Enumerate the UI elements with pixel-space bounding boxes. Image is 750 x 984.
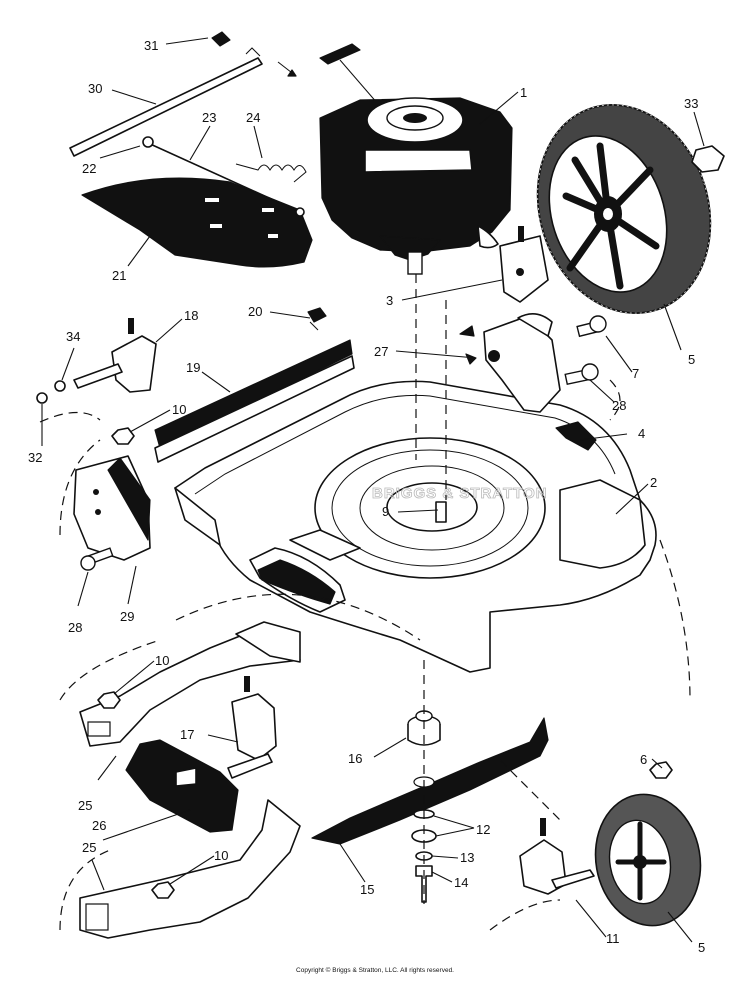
- mower-blade: [311, 717, 549, 845]
- washer: [54, 380, 66, 392]
- callout-10-middle: 10: [155, 653, 169, 668]
- side-chute-lower: [79, 799, 301, 939]
- callout-10-lower: 10: [214, 848, 228, 863]
- callout-23: 23: [202, 110, 216, 125]
- pivot-bolt: [576, 315, 607, 338]
- front-wheel: [594, 793, 702, 927]
- rear-height-adjuster: [499, 226, 549, 303]
- left-height-adjuster: [73, 318, 157, 393]
- callout-5-rear-wheel: 5: [688, 352, 695, 367]
- callout-24: 24: [246, 110, 260, 125]
- leader-lines: [41, 37, 705, 943]
- callout-3: 3: [386, 293, 393, 308]
- copyright-notice: Copyright © Briggs & Stratton, LLC. All …: [296, 967, 454, 974]
- rod-bolt: [211, 31, 231, 47]
- knob: [555, 421, 597, 451]
- shoulder-bolt: [564, 363, 599, 386]
- front-baffle: [154, 339, 353, 449]
- callout-28-right: 28: [612, 398, 626, 413]
- wheel-height-adjuster: [519, 818, 595, 895]
- callout-10-upper: 10: [172, 402, 186, 417]
- callout-28-left: 28: [68, 620, 82, 635]
- side-chute-upper: [79, 621, 301, 747]
- rear-baffle: [81, 177, 313, 268]
- callout-1: 1: [520, 85, 527, 100]
- rear-left-adjuster: [227, 676, 277, 779]
- callout-32: 32: [28, 450, 42, 465]
- callout-18: 18: [184, 308, 198, 323]
- callout-15: 15: [360, 882, 374, 897]
- hinge-rod: [147, 142, 301, 213]
- callout-20: 20: [248, 304, 262, 319]
- hinge-bolt: [142, 136, 154, 148]
- wheel-cap: [691, 145, 725, 173]
- callout-29: 29: [120, 609, 134, 624]
- callout-14: 14: [454, 875, 468, 890]
- callout-33: 33: [684, 96, 698, 111]
- callout-27: 27: [374, 344, 388, 359]
- torsion-spring: [235, 163, 307, 183]
- callout-5-front-wheel: 5: [698, 940, 705, 955]
- engine: [319, 43, 513, 275]
- mower-deck: BRIGGS & STRATTON: [174, 380, 657, 673]
- callout-30: 30: [88, 81, 102, 96]
- callout-22: 22: [82, 161, 96, 176]
- wheel-nut: [649, 761, 673, 779]
- carriage-bolt: [307, 307, 327, 323]
- callout-16: 16: [348, 751, 362, 766]
- callout-6: 6: [640, 752, 647, 767]
- front-height-adjuster: [483, 313, 561, 413]
- retaining-ring: [36, 392, 48, 404]
- left-front-plate: [73, 455, 151, 561]
- callout-4: 4: [638, 426, 645, 441]
- hex-nut: [151, 881, 175, 899]
- callout-31: 31: [144, 38, 158, 53]
- callout-2: 2: [650, 475, 657, 490]
- rear-wheel: [536, 103, 712, 315]
- blade-bolt: [435, 501, 447, 523]
- reference-lines: [39, 274, 691, 931]
- callout-11: 11: [606, 931, 620, 946]
- callout-26: 26: [92, 818, 106, 833]
- rear-rod: [69, 57, 263, 157]
- hex-nut: [111, 427, 135, 445]
- front-bolt: [80, 547, 114, 571]
- mulch-plug: [125, 739, 239, 833]
- callout-7: 7: [632, 366, 639, 381]
- callout-13: 13: [460, 850, 474, 865]
- callout-12: 12: [476, 822, 490, 837]
- callout-labels: 1 2 3 4 5 5 6 7 9 10 10 10 11 12 13 14 1…: [28, 38, 705, 955]
- callout-25-upper: 25: [78, 798, 92, 813]
- callout-19: 19: [186, 360, 200, 375]
- blade-adapter: [407, 710, 441, 746]
- callout-17: 17: [180, 727, 194, 742]
- callout-21: 21: [112, 268, 126, 283]
- callout-34: 34: [66, 329, 80, 344]
- watermark-text: BRIGGS & STRATTON: [372, 485, 548, 502]
- blade-bolt: [415, 865, 433, 903]
- hex-nut: [97, 691, 121, 709]
- callout-25-lower: 25: [82, 840, 96, 855]
- callout-9: 9: [382, 504, 389, 519]
